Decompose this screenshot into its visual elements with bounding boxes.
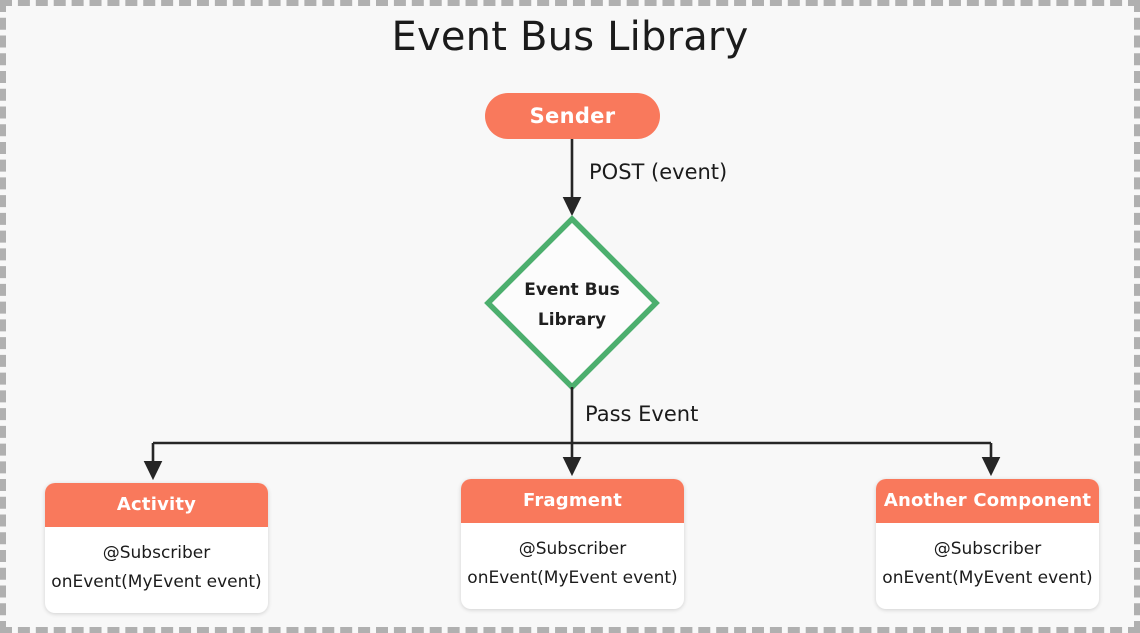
subscriber-card-title: Activity — [45, 483, 268, 527]
subscriber-card-body: @Subscriber onEvent(MyEvent event) — [876, 523, 1099, 609]
node-subscriber-activity[interactable]: Activity @Subscriber onEvent(MyEvent eve… — [45, 483, 268, 613]
edge-label-pass-event: Pass Event — [585, 402, 699, 426]
subscriber-annotation: @Subscriber — [518, 539, 627, 559]
node-sender-label: Sender — [529, 104, 616, 128]
subscriber-method-signature: onEvent(MyEvent event) — [51, 572, 262, 592]
subscriber-card-body: @Subscriber onEvent(MyEvent event) — [461, 523, 684, 609]
subscriber-method-signature: onEvent(MyEvent event) — [467, 568, 678, 588]
node-sender[interactable]: Sender — [485, 93, 660, 139]
subscriber-card-body: @Subscriber onEvent(MyEvent event) — [45, 527, 268, 613]
page-title: Event Bus Library — [391, 14, 749, 60]
subscriber-card-title: Another Component — [876, 479, 1099, 523]
subscriber-annotation: @Subscriber — [102, 543, 211, 563]
subscriber-card-title: Fragment — [461, 479, 684, 523]
edge-label-post-event: POST (event) — [589, 160, 728, 184]
subscriber-annotation: @Subscriber — [933, 539, 1042, 559]
node-subscriber-fragment[interactable]: Fragment @Subscriber onEvent(MyEvent eve… — [461, 479, 684, 609]
event-bus-diamond — [484, 215, 660, 391]
subscriber-method-signature: onEvent(MyEvent event) — [882, 568, 1093, 588]
node-subscriber-another-component[interactable]: Another Component @Subscriber onEvent(My… — [876, 479, 1099, 609]
